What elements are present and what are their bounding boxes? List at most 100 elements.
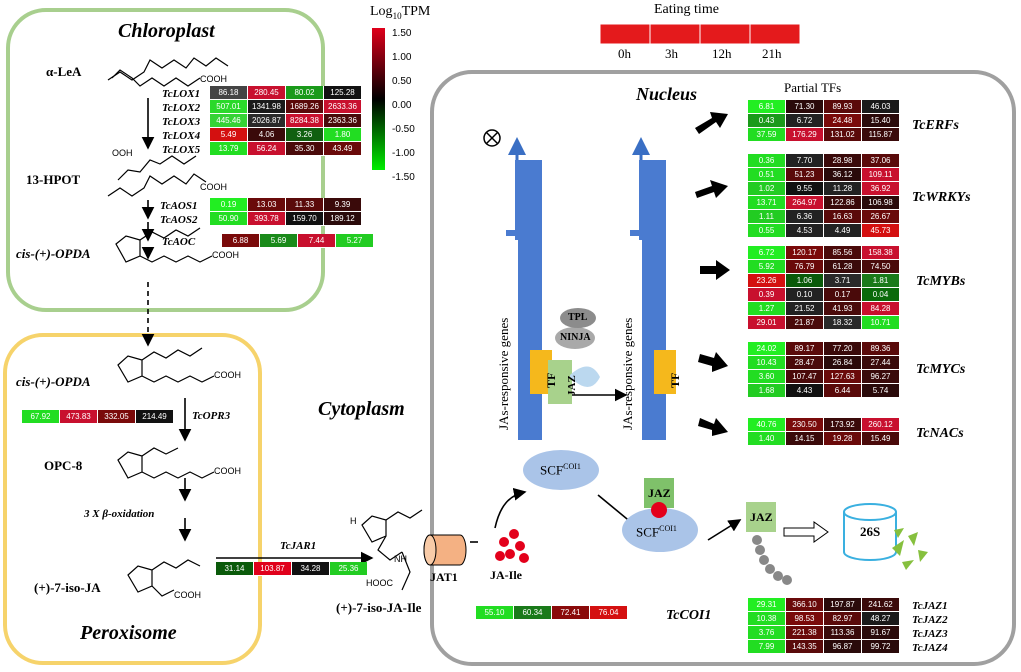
scf-coi1-bound [622,508,698,552]
ninja-label: NINJA [560,332,591,343]
opda-label-2: cis-(+)-OPDA [16,374,91,389]
heatmap-cell: 56.24 [248,142,286,156]
opda-label-1: cis-(+)-OPDA [16,246,91,261]
heatmap-cell: 89.17 [786,342,824,356]
heatmap-cell: 26.84 [824,356,862,370]
peroxisome-title: Peroxisome [80,622,177,644]
gene-jar1: TcJAR1 [280,540,317,552]
heatmap-cell: 3.26 [286,128,324,142]
heatmap-cell: 23.26 [748,274,786,288]
heatmap-cell: 0.04 [862,288,900,302]
heatmap-cell: 7.70 [786,154,824,168]
ja-ile-small-label: JA-Ile [490,568,522,582]
heatmap-cell: 84.28 [862,302,900,316]
ja-ile-label: (+)-7-iso-JA-Ile [336,600,422,615]
heatmap-cell: 26.67 [862,210,900,224]
heatmap-cell: 0.17 [824,288,862,302]
heatmap-cell: 9.55 [786,182,824,196]
blocked-icon [483,129,501,147]
heatmap-cell: 50.90 [210,212,248,226]
heatmap-cell: 60.34 [514,606,552,620]
heatmap-cell: 120.17 [786,246,824,260]
gene-aoc: TcAOC [162,236,196,248]
scf-free-label: SCFCOI1 [540,462,581,478]
heatmap-cell: 37.59 [748,128,786,142]
heatmap-cell: 2633.36 [324,100,362,114]
label-wrkys: TcWRKYs [912,190,971,205]
beta-oxidation-label: 3 X β-oxidation [84,508,155,520]
heatmap-cell: 0.55 [748,224,786,238]
heatmap-cell: 507.01 [210,100,248,114]
heatmap-cell: 4.06 [248,128,286,142]
heatmap-cell: 1.27 [748,302,786,316]
heatmap-cell: 24.48 [824,114,862,128]
heatmap-cell: 158.38 [862,246,900,260]
opc8-label: OPC-8 [44,458,83,473]
heatmap-cell: 1.02 [748,182,786,196]
heatmap-cell: 61.28 [824,260,862,274]
heatmap-cell: 15.49 [862,432,900,446]
heatmap-cell: 10.71 [862,316,900,330]
heatmap-cell: 15.40 [862,114,900,128]
chloroplast-box [6,8,325,312]
heatmap-cell: 0.36 [748,154,786,168]
heatmap-cell: 29.01 [748,316,786,330]
scf-coi1-free [523,450,599,490]
heatmap-cell: 36.92 [862,182,900,196]
heatmap-cell: 72.41 [552,606,590,620]
heatmap-cell: 74.50 [862,260,900,274]
label-mybs: TcMYBs [916,274,966,289]
eating-time-0h: 0h [618,46,631,61]
heatmap-cell: 214.49 [136,410,174,424]
cytoplasm-title: Cytoplasm [318,398,405,420]
heatmap-cell: 18.32 [824,316,862,330]
heatmap-cell: 11.28 [824,182,862,196]
heatmap-cell: 131.02 [824,128,862,142]
hooc-label: HOOC [366,578,393,588]
heatmap-cell: 29.31 [748,598,786,612]
heatmap-cell: 113.36 [824,626,862,640]
heatmap-cell: 0.39 [748,288,786,302]
heatmap-cell: 27.44 [862,356,900,370]
heatmap-cell: 264.97 [786,196,824,210]
jaz-free-label: JAZ [750,510,773,524]
heatmap-cell: 76.04 [590,606,628,620]
heatmap-cell: 43.49 [324,142,362,156]
genes-right-label: JAs-responsive genes [620,317,635,430]
heatmap-cell: 85.56 [824,246,862,260]
heatmap-cell: 332.05 [98,410,136,424]
jat1-label: JAT1 [430,570,458,584]
label-erfs: TcERFs [912,118,959,133]
heatmap-cell: 67.92 [22,410,60,424]
heatmap-cell: 37.06 [862,154,900,168]
heatmap-cell: 11.33 [286,198,324,212]
heatmap-cell: 21.87 [786,316,824,330]
legend-title: Log10TPM [370,4,431,21]
heatmap-cell: 197.87 [824,598,862,612]
gene-lox4: TcLOX4 [162,130,201,142]
heatmap-cell: 159.70 [286,212,324,226]
